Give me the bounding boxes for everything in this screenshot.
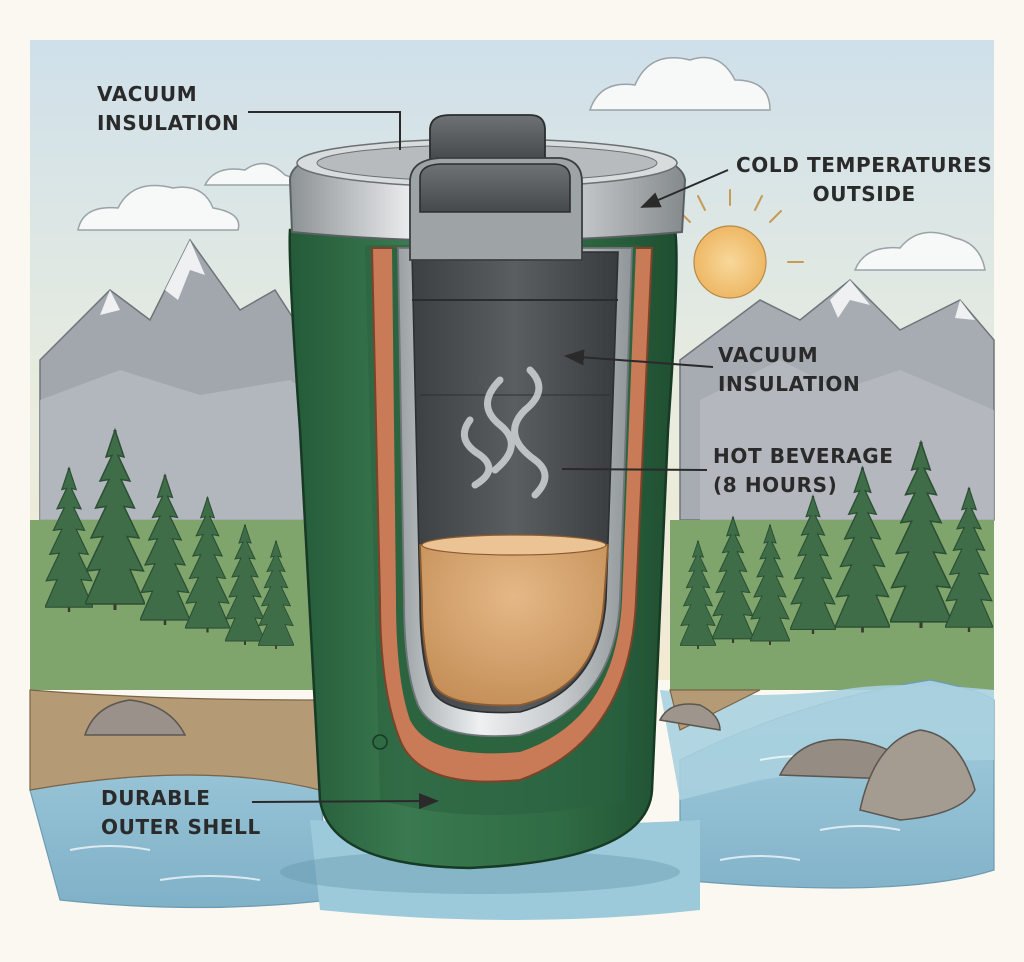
riverbank — [29, 689, 321, 791]
label-vacuum-insulation-middle: VACUUM INSULATION — [718, 341, 860, 399]
cloud-icon — [853, 231, 986, 271]
label-vacuum-insulation-top: VACUUM INSULATION — [97, 80, 239, 138]
label-line: VACUUM — [718, 343, 819, 367]
label-line: DURABLE — [101, 786, 211, 810]
label-cold-temperatures: COLD TEMPERATURES OUTSIDE — [736, 151, 992, 209]
steam-icon — [460, 366, 549, 499]
leader-lines — [248, 111, 729, 810]
label-line: COLD TEMPERATURES — [736, 153, 993, 177]
tumbler — [280, 114, 687, 894]
sun-icon — [678, 189, 804, 299]
label-line: INSULATION — [97, 111, 240, 135]
lid-cap — [409, 114, 583, 261]
label-line: OUTER SHELL — [101, 815, 261, 839]
label-hot-beverage: HOT BEVERAGE (8 HOURS) — [713, 442, 894, 500]
rocks — [83, 699, 976, 821]
label-line: INSULATION — [718, 372, 861, 396]
label-line: OUTSIDE — [812, 182, 916, 206]
label-line: HOT BEVERAGE — [713, 444, 894, 468]
cloud-icon — [588, 56, 771, 111]
label-durable-outer-shell: DURABLE OUTER SHELL — [101, 784, 261, 842]
label-line: (8 HOURS) — [713, 473, 838, 497]
label-line: VACUUM — [97, 82, 198, 106]
